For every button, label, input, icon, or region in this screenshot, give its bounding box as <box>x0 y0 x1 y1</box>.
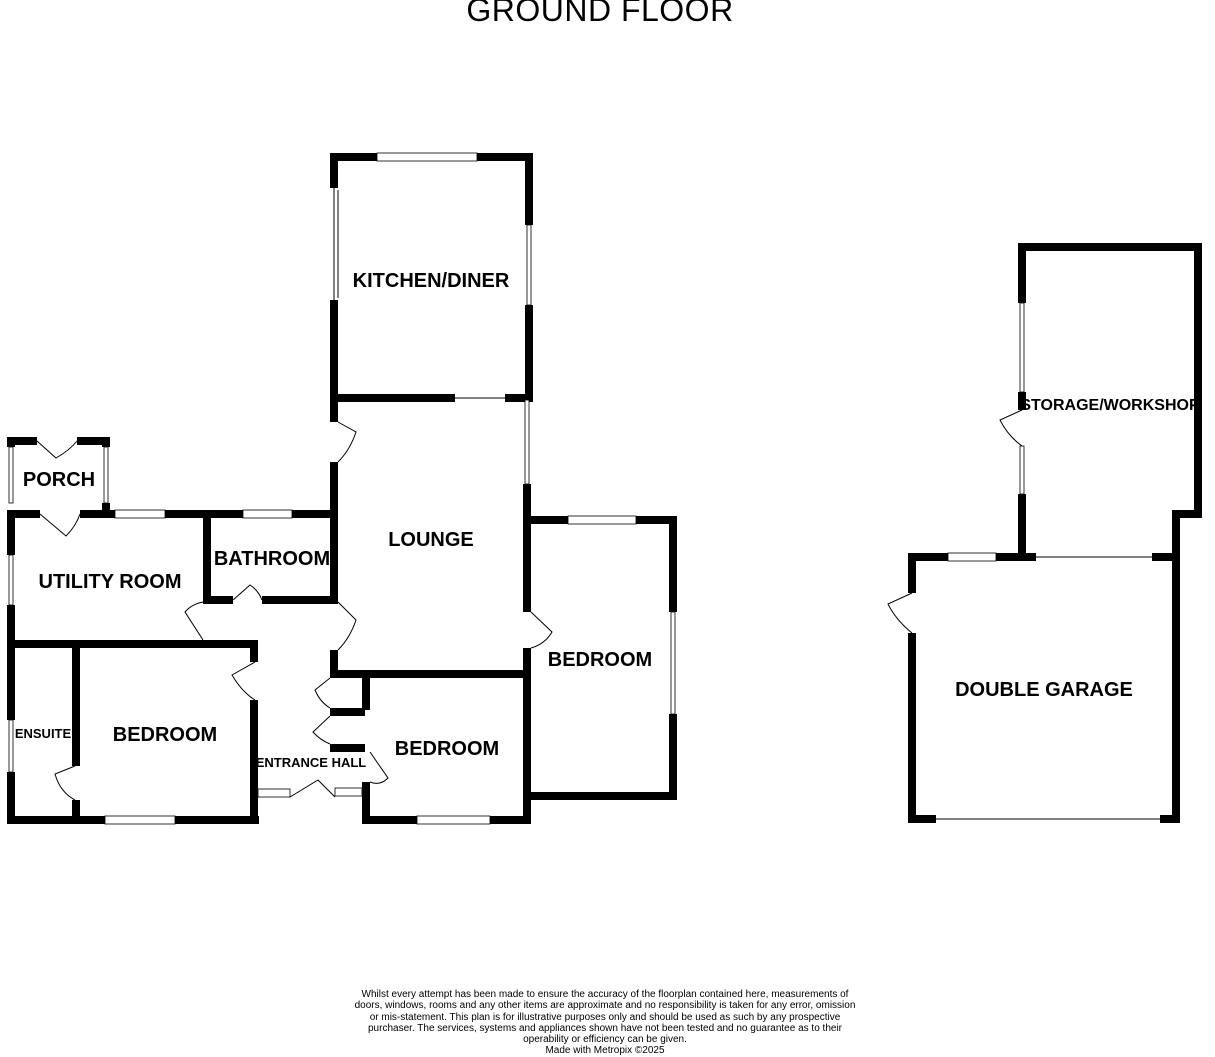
room-label-utility-room: UTILITY ROOM <box>39 571 182 593</box>
windows <box>8 152 1160 825</box>
room-label-bedroom-right: BEDROOM <box>548 649 652 671</box>
room-label-porch: PORCH <box>23 469 95 491</box>
page-title: GROUND FLOOR <box>466 0 734 28</box>
doors <box>36 409 1023 801</box>
room-label-bathroom: BATHROOM <box>214 548 330 570</box>
room-label-lounge: LOUNGE <box>388 529 474 551</box>
room-label-bedroom-left: BEDROOM <box>113 724 217 746</box>
room-label-storage-workshop: STORAGE/WORKSHOP <box>1020 397 1200 414</box>
disclaimer-text: Whilst every attempt has been made to en… <box>354 989 856 1046</box>
disclaimer: Whilst every attempt has been made to en… <box>350 989 860 1057</box>
walls <box>7 153 1202 824</box>
room-label-ensuite: ENSUITE <box>15 726 72 741</box>
room-label-double-garage: DOUBLE GARAGE <box>955 679 1133 701</box>
credit: Made with Metropix ©2025 <box>545 1045 665 1057</box>
room-label-kitchen-diner: KITCHEN/DINER <box>353 270 510 292</box>
room-labels: KITCHEN/DINER PORCH LOUNGE UTILITY ROOM … <box>15 270 1200 770</box>
room-label-bedroom-middle: BEDROOM <box>395 738 499 760</box>
room-label-entrance-hall: ENTRANCE HALL <box>256 755 367 770</box>
